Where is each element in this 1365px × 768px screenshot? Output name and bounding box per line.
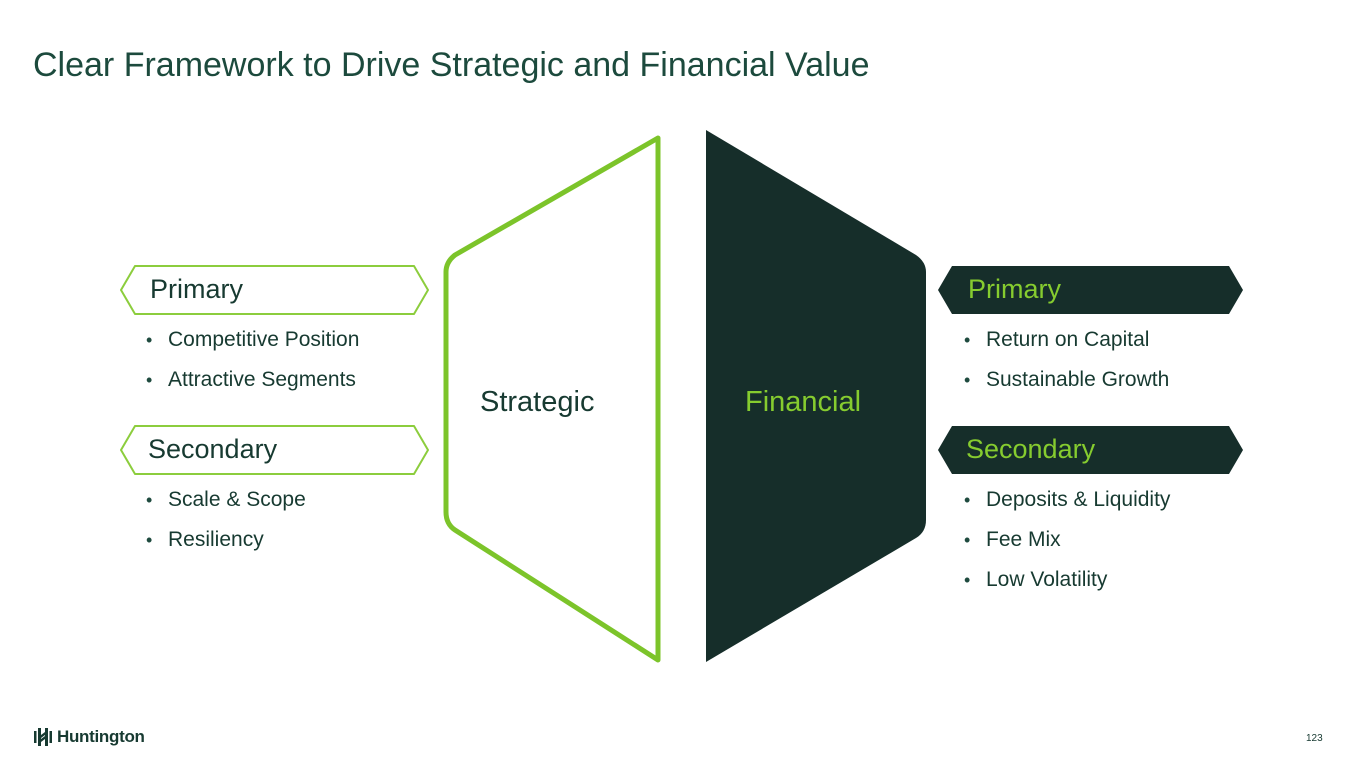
strategic-primary-list: Competitive Position Attractive Segments: [146, 320, 359, 400]
list-item: Fee Mix: [964, 520, 1170, 560]
strategic-secondary-tag-shape: [120, 425, 429, 475]
list-item: Competitive Position: [146, 320, 359, 360]
list-item: Scale & Scope: [146, 480, 306, 520]
strategic-primary-tag: Primary: [150, 274, 243, 304]
financial-primary-tag: Primary: [968, 274, 1061, 304]
financial-secondary-tag-shape: [938, 426, 1243, 474]
strategic-shape: [443, 135, 661, 663]
strategic-label: Strategic: [480, 386, 595, 418]
logo-text: Huntington: [57, 727, 145, 746]
list-item: Deposits & Liquidity: [964, 480, 1170, 520]
strategic-primary-tag-shape: [120, 265, 429, 315]
huntington-logo: Huntington: [34, 727, 145, 747]
page-number: 123: [1306, 733, 1323, 744]
huntington-logo-icon: [34, 728, 52, 746]
strategic-secondary-list: Scale & Scope Resiliency: [146, 480, 306, 560]
financial-shape: [706, 130, 926, 662]
page-title: Clear Framework to Drive Strategic and F…: [33, 46, 870, 84]
list-item: Sustainable Growth: [964, 360, 1169, 400]
financial-secondary-list: Deposits & Liquidity Fee Mix Low Volatil…: [964, 480, 1170, 600]
strategic-secondary-tag: Secondary: [148, 434, 278, 464]
list-item: Resiliency: [146, 520, 306, 560]
list-item: Return on Capital: [964, 320, 1169, 360]
financial-primary-list: Return on Capital Sustainable Growth: [964, 320, 1169, 400]
financial-primary-tag-shape: [938, 266, 1243, 314]
list-item: Low Volatility: [964, 560, 1170, 600]
financial-label: Financial: [745, 386, 862, 418]
financial-secondary-tag: Secondary: [966, 434, 1096, 464]
list-item: Attractive Segments: [146, 360, 359, 400]
